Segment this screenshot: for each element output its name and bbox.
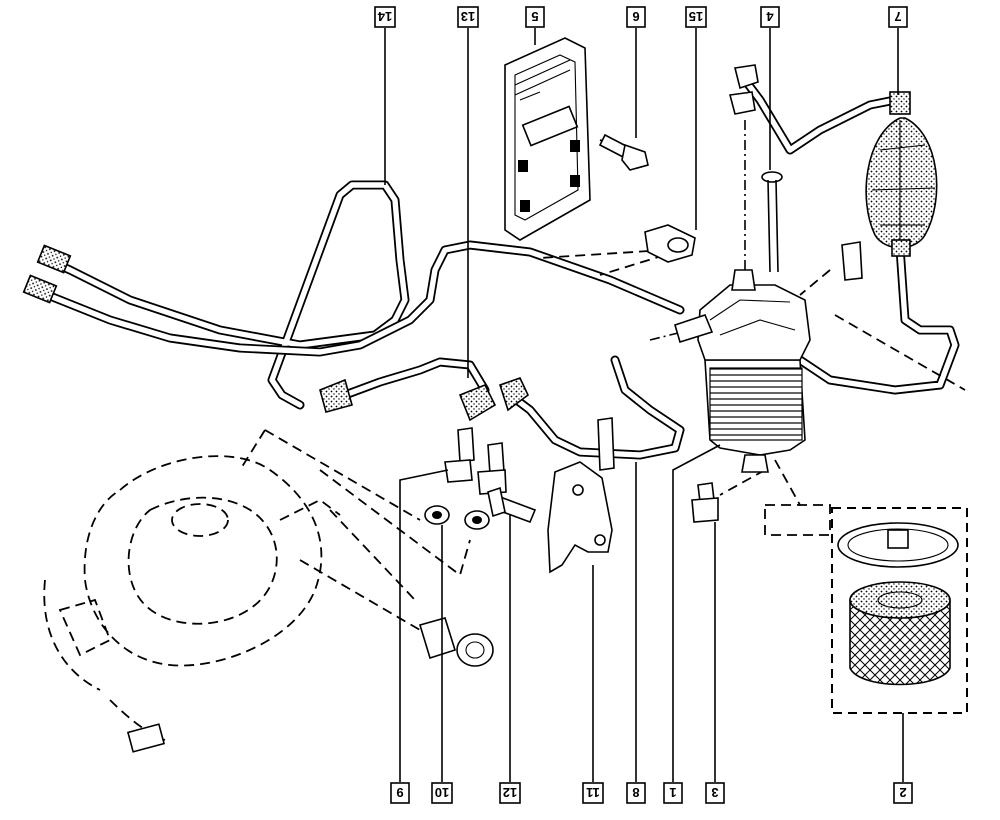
callout-4[interactable]: 4 [760,6,780,28]
callout-12-text: 12 [503,785,517,800]
callout-15-text: 15 [689,9,703,24]
callout-14-text: 14 [377,9,392,24]
leader-lines [384,28,904,782]
callout-3[interactable]: 3 [705,782,725,804]
callout-1-text: 1 [669,785,676,800]
callout-6[interactable]: 6 [626,6,646,28]
callout-12[interactable]: 12 [499,782,521,804]
primer-bulb [865,91,938,257]
callout-5[interactable]: 5 [525,6,545,28]
callout-7-text: 7 [894,9,901,24]
bracket-screw [598,133,649,171]
callout-4-text: 4 [766,9,774,24]
callout-5-text: 5 [531,9,538,24]
injection-pump [43,455,341,753]
callout-1[interactable]: 1 [663,782,683,804]
mounting-bracket-plate [504,37,591,241]
callout-8[interactable]: 8 [626,782,646,804]
callout-6-text: 6 [632,9,639,24]
drain-rod [761,171,783,273]
callout-labels: 14 13 5 6 15 4 7 9 [374,6,913,804]
banjo-unions [424,377,615,530]
callout-2-text: 2 [899,785,906,800]
filter-element [831,507,968,714]
drain-plug [691,482,719,523]
callout-8-text: 8 [632,785,639,800]
callout-13-text: 13 [461,9,475,24]
callout-11[interactable]: 11 [582,782,604,804]
fuel-filter-housing [674,269,811,473]
pipe-clip [644,224,696,263]
callout-15[interactable]: 15 [685,6,707,28]
callout-10-text: 10 [435,785,449,800]
callout-10[interactable]: 10 [431,782,453,804]
callout-13[interactable]: 13 [457,6,479,28]
callout-3-text: 3 [711,785,718,800]
callout-9[interactable]: 9 [390,782,410,804]
callout-7[interactable]: 7 [888,6,908,28]
fuel-pipes [22,75,960,460]
callout-9-text: 9 [396,785,403,800]
callout-2[interactable]: 2 [893,782,913,804]
callout-11-text: 11 [586,785,600,800]
callout-14[interactable]: 14 [374,6,396,28]
support-bracket [547,461,613,574]
bracket-bolt [487,486,537,524]
return-hose [319,378,494,667]
top-fittings [728,64,863,281]
